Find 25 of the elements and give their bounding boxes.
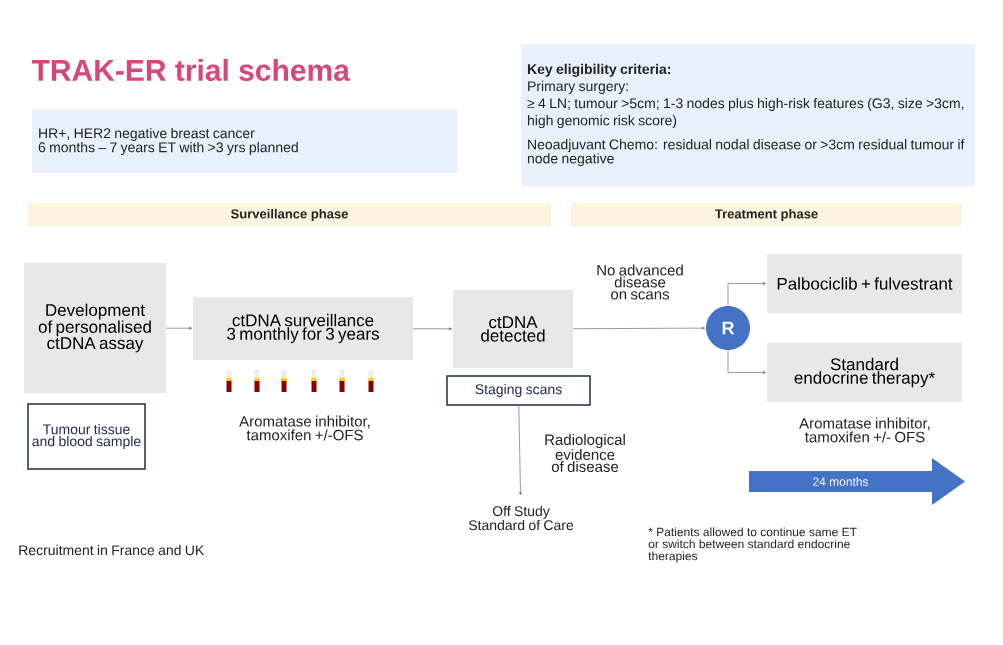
arrow bbox=[165, 326, 193, 330]
treatment-box: Palbociclib + fulvestrant bbox=[767, 254, 962, 313]
process-box: Development of personalised ctDNA assay bbox=[24, 263, 166, 393]
process-box: ctDNA surveillance 3 monthly for 3 years bbox=[193, 297, 413, 360]
arrow bbox=[727, 282, 767, 307]
note-text: Recruitment in France and UK bbox=[19, 544, 205, 556]
info-box: HR+, HER2 negative breast cancer 6 months – 7 years ET with >3 yrs planned bbox=[32, 110, 457, 173]
outcome-text: Off Study Standard of Care bbox=[468, 505, 574, 531]
phase-band: Surveillance phase bbox=[28, 203, 551, 227]
arrow bbox=[518, 405, 522, 496]
criteria-box: Key eligibility criteria: Primary surgery: ≥ 4 LN; tumour >5cm; 1-3 nodes plus high-risk features (G3, size >3cm, high genomic risk score) Neoadjuvant Chemo: residual nodal disease or >3cm residual tumour if node negative bbox=[521, 44, 975, 186]
arrow bbox=[572, 326, 706, 330]
phase-band: Treatment phase bbox=[571, 203, 962, 227]
edge-label: No advanced disease on scans bbox=[597, 264, 683, 300]
scan-box: Staging scans bbox=[446, 375, 591, 406]
edge-label: Radiological evidence of disease bbox=[545, 434, 625, 472]
title: TRAK-ER trial schema bbox=[31, 59, 351, 81]
treatment-box: Standard endocrine therapy* bbox=[767, 343, 962, 402]
arrow bbox=[412, 327, 453, 331]
caption-text: Aromatase inhibitor, tamoxifen +/- OFS bbox=[799, 417, 930, 443]
sample-box: Tumour tissue and blood sample bbox=[27, 403, 146, 470]
note-text: * Patients allowed to continue same ET or switch between standard endocrine therapies bbox=[648, 527, 857, 563]
process-box: ctDNA detected bbox=[453, 290, 573, 368]
arrow bbox=[727, 349, 767, 374]
caption-text: Aromatase inhibitor, tamoxifen +/-OFS bbox=[239, 415, 370, 441]
